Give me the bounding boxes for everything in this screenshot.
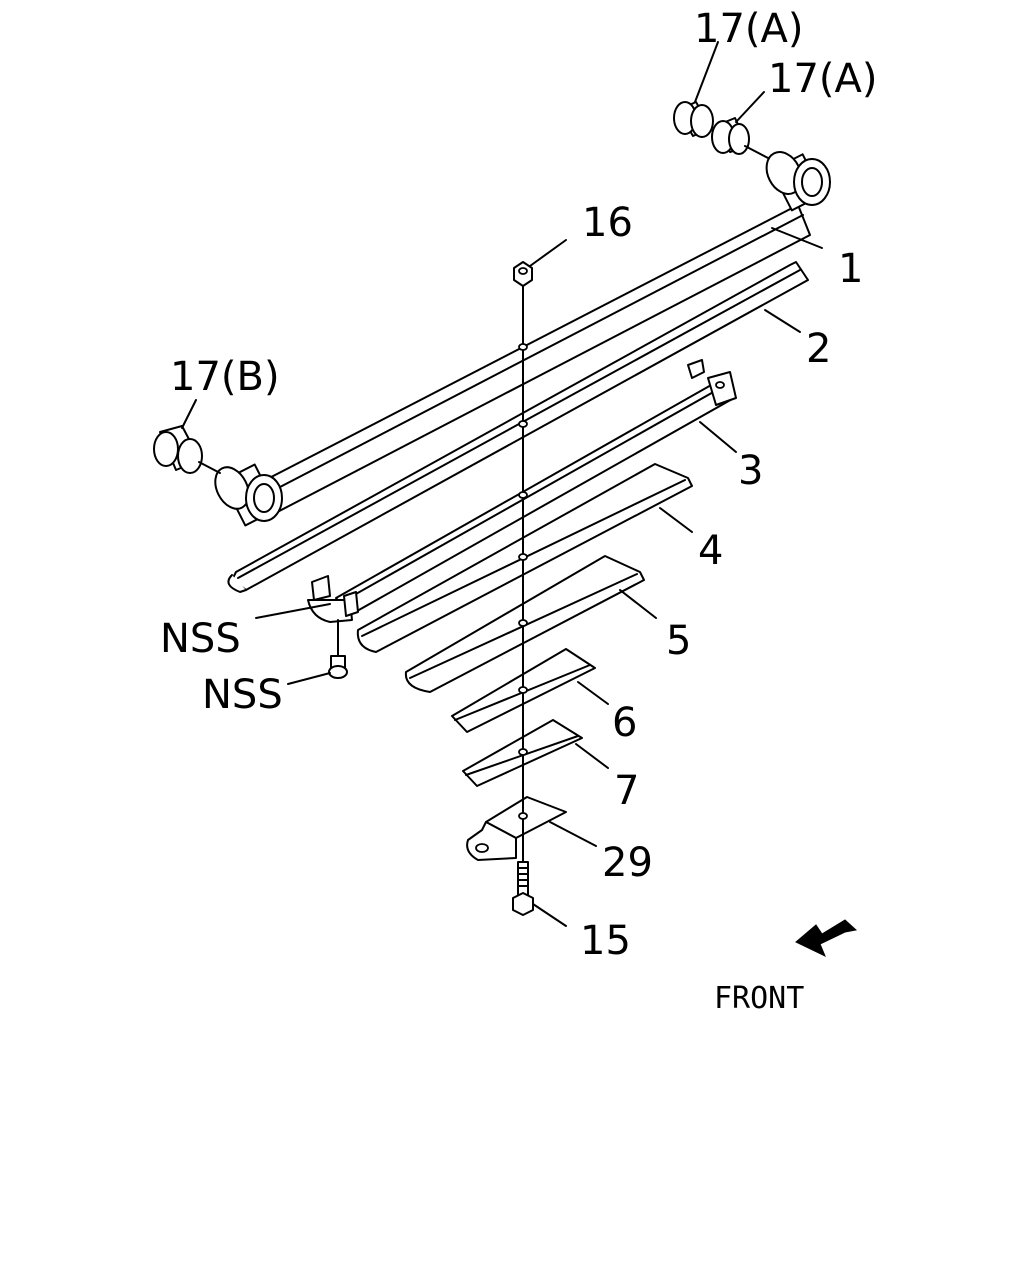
- bolt-part-15: [512, 861, 534, 916]
- callout-17a-lower: 17(A): [768, 56, 877, 102]
- callout-3: 3: [738, 448, 763, 494]
- front-eye: [214, 463, 283, 527]
- callout-7: 7: [614, 768, 639, 814]
- main-leaf-part-1: [214, 151, 831, 527]
- front-arrow-icon: [795, 919, 858, 958]
- rear-eye: [765, 151, 831, 212]
- nut-part-16: [513, 261, 533, 287]
- callout-15: 15: [580, 918, 631, 964]
- nss-bolt: [328, 619, 348, 679]
- callout-1: 1: [838, 246, 863, 292]
- bushing-17a-upper: [673, 101, 714, 138]
- leader-lines: [181, 41, 823, 927]
- callout-17b: 17(B): [170, 354, 280, 400]
- callout-4: 4: [698, 528, 723, 574]
- bushing-17a-lower: [711, 117, 769, 159]
- bracket-part-29: [466, 796, 567, 861]
- rebound-clip-rear: [687, 359, 737, 406]
- front-direction-label: FRONT: [714, 981, 804, 1016]
- callout-16: 16: [582, 200, 633, 246]
- rebound-clip-front: [307, 575, 359, 623]
- callout-labels: 17(A) 17(A) 16 1 2 17(B) 3 4 5 6 7 29 15…: [160, 6, 877, 1016]
- callout-nss-lower: NSS: [202, 672, 283, 718]
- bushing-17b: [153, 425, 221, 474]
- leaf-part-3: [307, 359, 737, 623]
- callout-29: 29: [602, 840, 653, 886]
- callout-17a-upper: 17(A): [694, 6, 803, 52]
- callout-2: 2: [806, 326, 831, 372]
- center-bolt-axis: [518, 284, 528, 881]
- callout-nss-upper: NSS: [160, 616, 241, 662]
- callout-5: 5: [666, 618, 691, 664]
- callout-6: 6: [612, 700, 637, 746]
